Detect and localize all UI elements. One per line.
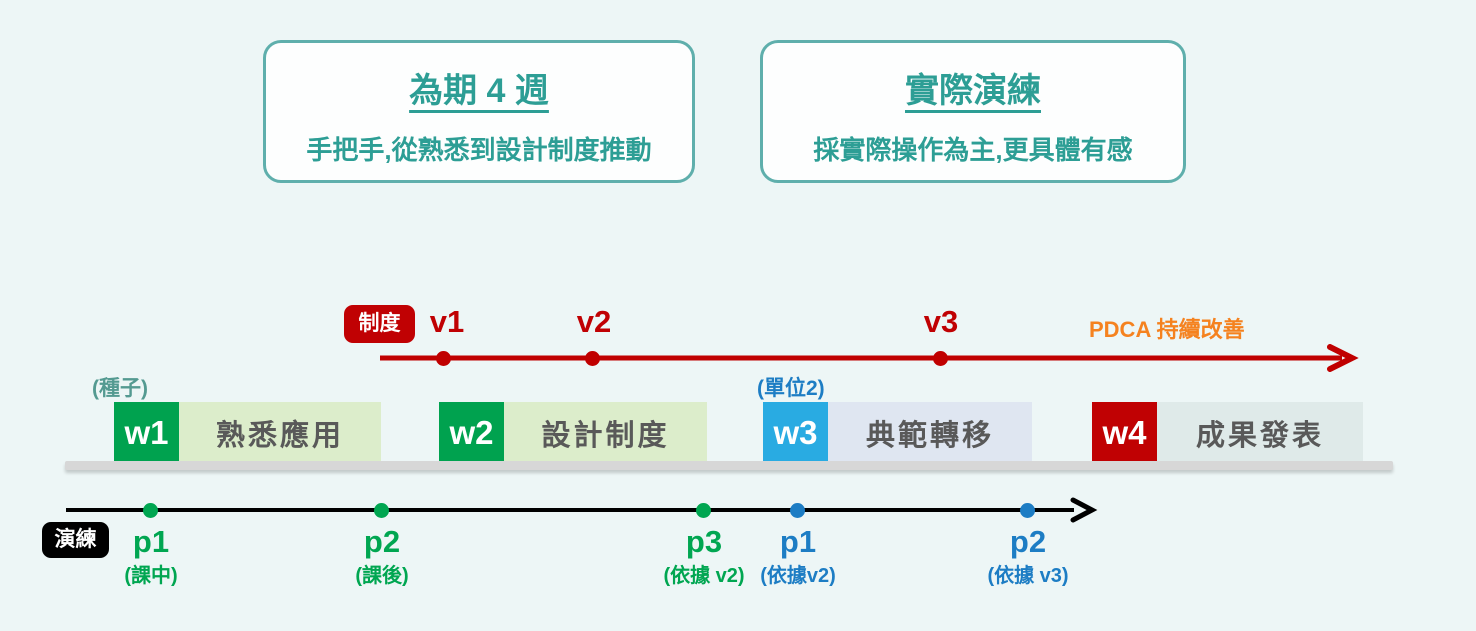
practice-label-p3: p3 [685, 524, 723, 559]
system-timeline-arrow [380, 344, 1359, 372]
milestone-label-v1: v1 [429, 304, 465, 339]
practice-note-p1b: (依據v2) [760, 565, 836, 587]
week-title-w1: 熟悉應用 [179, 402, 381, 464]
info-box-duration: 為期 4 週 手把手,從熟悉到設計制度推動 [263, 40, 695, 183]
base-bar [65, 461, 1393, 470]
system-track-badge: 制度 [344, 305, 415, 343]
week-block-w1: w1 熟悉應用 [114, 402, 381, 464]
practice-dot-p3 [696, 503, 711, 518]
milestone-label-v3: v3 [923, 304, 959, 339]
week-title-w3: 典範轉移 [828, 402, 1032, 464]
practice-title: 實際演練 [905, 72, 1041, 110]
practice-note-p3: (依據 v2) [663, 565, 745, 587]
week-block-w2: w2 設計制度 [439, 402, 707, 464]
week-title-w4: 成果發表 [1157, 402, 1363, 464]
week-code-w3: w3 [763, 402, 828, 464]
practice-label-p2b: p2 [1009, 524, 1047, 559]
practice-dot-p1 [143, 503, 158, 518]
info-box-practice: 實際演練 採實際操作為主,更具體有感 [760, 40, 1186, 183]
milestone-dot-v3 [933, 351, 948, 366]
milestone-dot-v2 [585, 351, 600, 366]
duration-subtitle: 手把手,從熟悉到設計制度推動 [306, 135, 652, 165]
milestone-label-v2: v2 [576, 304, 612, 339]
week-title-w2: 設計制度 [504, 402, 707, 464]
practice-note-p2: (課後) [355, 565, 409, 587]
practice-track-badge: 演練 [42, 522, 109, 558]
week3-note: (單位2) [757, 377, 825, 400]
week1-note: (種子) [92, 377, 148, 400]
week-code-w1: w1 [114, 402, 179, 464]
practice-label-p1b: p1 [779, 524, 817, 559]
practice-subtitle: 採實際操作為主,更具體有感 [813, 135, 1133, 165]
week-block-w4: w4 成果發表 [1092, 402, 1363, 464]
practice-dot-p2 [374, 503, 389, 518]
practice-dot-p1b [790, 503, 805, 518]
practice-label-p2: p2 [363, 524, 401, 559]
week-block-w3: w3 典範轉移 [763, 402, 1032, 464]
week-code-w4: w4 [1092, 402, 1157, 464]
practice-note-p2b: (依據 v3) [987, 565, 1069, 587]
practice-dot-p2b [1020, 503, 1035, 518]
pdca-annotation: PDCA 持續改善 [1089, 317, 1245, 342]
week-code-w2: w2 [439, 402, 504, 464]
practice-label-p1: p1 [132, 524, 170, 559]
duration-title: 為期 4 週 [409, 72, 549, 110]
practice-note-p1: (課中) [124, 565, 178, 587]
milestone-dot-v1 [436, 351, 451, 366]
practice-timeline-arrow [66, 497, 1098, 523]
